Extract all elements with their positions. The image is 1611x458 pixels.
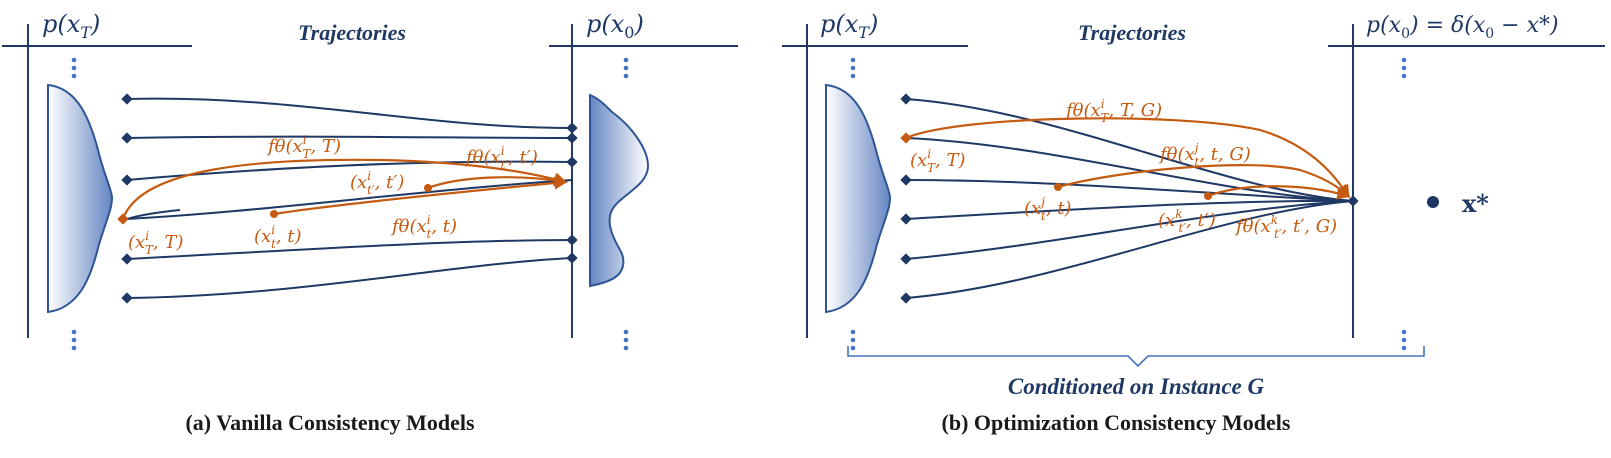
panel-a-ellipsis-dots — [71, 57, 629, 351]
panel-b-brace-label: Conditioned on Instance G — [1008, 374, 1265, 399]
panel-b-instance-brace — [847, 346, 1425, 368]
panel-b-prior-label: p(xT) — [820, 10, 878, 42]
panel-a-data-distribution — [589, 93, 650, 288]
panel-a-trajectories — [126, 97, 573, 299]
panel-b-ellipsis-dots — [850, 57, 1407, 351]
panel-a-left-axis — [2, 24, 192, 338]
panel-a-consistency-mappings — [121, 158, 568, 220]
panel-b-right-axis — [1328, 24, 1605, 338]
panel-b-sample-points — [900, 132, 1212, 200]
panel-a — [2, 24, 738, 351]
panel-a-prior-gaussian — [47, 83, 114, 314]
panel-a-prior-label: p(xT) — [42, 10, 100, 42]
panel-b-trajectories — [905, 98, 1354, 299]
panel-a-trajectory-markers — [121, 93, 578, 304]
panel-a-caption: (a) Vanilla Consistency Models — [185, 410, 475, 435]
panel-b-caption: (b) Optimization Consistency Models — [942, 410, 1291, 435]
panel-b-prior-gaussian — [825, 83, 892, 314]
panel-b-xstar-label: x* — [1462, 189, 1489, 218]
panel-b-labels: p(xT) p(x0) = δ(x0 − x*) Trajectories fθ… — [820, 10, 1559, 435]
panel-b-consistency-mappings — [905, 117, 1351, 200]
panel-b-target-point — [1427, 196, 1439, 208]
panel-b-left-axis — [782, 24, 968, 338]
panel-b-title: Trajectories — [1078, 20, 1186, 45]
panel-a-title: Trajectories — [298, 20, 406, 45]
panel-a-right-axis — [549, 24, 738, 338]
panel-b — [782, 24, 1605, 368]
panel-b-target-distribution-label: p(x0) = δ(x0 − x*) — [1366, 13, 1559, 42]
panel-a-data-label: p(x0) — [586, 10, 644, 42]
